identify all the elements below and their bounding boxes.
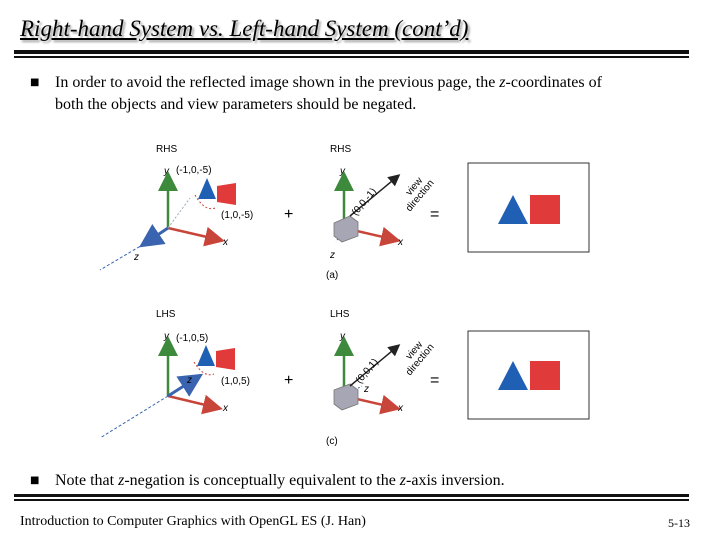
projection-guide	[167, 197, 191, 229]
triangle-object	[197, 345, 215, 366]
bullet-z-negation: ■ Note that z-negation is conceptually e…	[30, 470, 670, 492]
view-direction-arrow	[349, 174, 401, 217]
bottom-result-view	[467, 330, 590, 420]
triangle-object	[198, 178, 216, 199]
top-left-scene: RHS y x z (-1,0,-5) (1,0,-5)	[99, 144, 253, 271]
top-result-view	[467, 162, 590, 253]
square-bullet-icon: ■	[30, 475, 40, 486]
square-point-label: (1,0,5)	[221, 376, 250, 387]
result-frame	[467, 162, 590, 253]
page-number: 5-13	[668, 516, 690, 530]
x-axis	[167, 394, 223, 415]
y-axis-label: y	[339, 331, 346, 342]
bottom-left-scene: LHS y x z (-1,0,5) (1,0,5)	[99, 309, 250, 439]
y-axis-label: y	[339, 166, 346, 177]
z-axis	[167, 373, 204, 398]
z-axis	[343, 385, 363, 397]
view-direction-arrow	[349, 344, 401, 387]
slide-title: Right-hand System vs. Left-hand System (…	[20, 16, 469, 41]
z-axis-label: z	[186, 375, 192, 386]
top-right-system-label: RHS	[330, 144, 351, 155]
square-bullet-icon: ■	[30, 77, 40, 88]
bullet-text: Note that z-negation is conceptually equ…	[55, 472, 505, 489]
square-object	[530, 195, 560, 224]
bottom-right-scene: LHS y x z (0,0,1) view direction	[330, 309, 437, 415]
y-axis-label: y	[163, 331, 170, 342]
top-right-scene: RHS y x z (0,0,-1) view direction	[329, 144, 437, 261]
equals-sign: =	[430, 206, 439, 223]
title-divider	[14, 50, 689, 54]
top-left-system-label: RHS	[156, 144, 177, 155]
title-divider-thin	[14, 56, 689, 58]
footer-course-title: Introduction to Computer Graphics with O…	[20, 514, 366, 529]
x-axis-label: x	[397, 237, 404, 248]
triangle-object	[498, 361, 528, 390]
x-axis-label: x	[222, 403, 229, 414]
camera-icon	[333, 383, 359, 411]
bottom-left-system-label: LHS	[156, 309, 176, 320]
view-point-label: (0,0,-1)	[350, 186, 379, 218]
camera-icon	[333, 215, 359, 243]
triangle-object	[498, 195, 528, 224]
bottom-right-system-label: LHS	[330, 309, 350, 320]
z-axis-extension	[99, 395, 169, 439]
view-point-label: (0,0,1)	[354, 357, 381, 386]
x-axis-label: x	[397, 403, 404, 414]
triangle-point-label: (-1,0,-5)	[176, 165, 212, 176]
plus-sign: +	[284, 372, 293, 389]
figure-caption: (c)	[326, 436, 338, 447]
z-axis-extension	[99, 243, 145, 271]
triangle-callout	[194, 194, 216, 210]
z-axis	[139, 224, 169, 248]
equals-sign: =	[430, 372, 439, 389]
footer-divider-thin	[14, 499, 689, 501]
square-point-label: (1,0,-5)	[221, 210, 253, 221]
x-axis-label: x	[222, 237, 229, 248]
z-axis-label: z	[329, 250, 335, 261]
square-object	[217, 183, 236, 205]
bullet-text: In order to avoid the reflected image sh…	[55, 74, 602, 113]
triangle-point-label: (-1,0,5)	[176, 333, 208, 344]
figure-caption: (a)	[326, 270, 338, 281]
x-axis	[167, 226, 225, 247]
square-object	[530, 361, 560, 390]
result-frame	[467, 330, 590, 420]
bullet-avoid-reflection: ■ In order to avoid the reflected image …	[30, 72, 630, 118]
square-object	[216, 348, 235, 370]
z-axis-label: z	[363, 384, 369, 395]
y-axis-label: y	[163, 166, 170, 177]
plus-sign: +	[284, 206, 293, 223]
footer-divider	[14, 494, 689, 497]
z-axis-label: z	[133, 252, 139, 263]
